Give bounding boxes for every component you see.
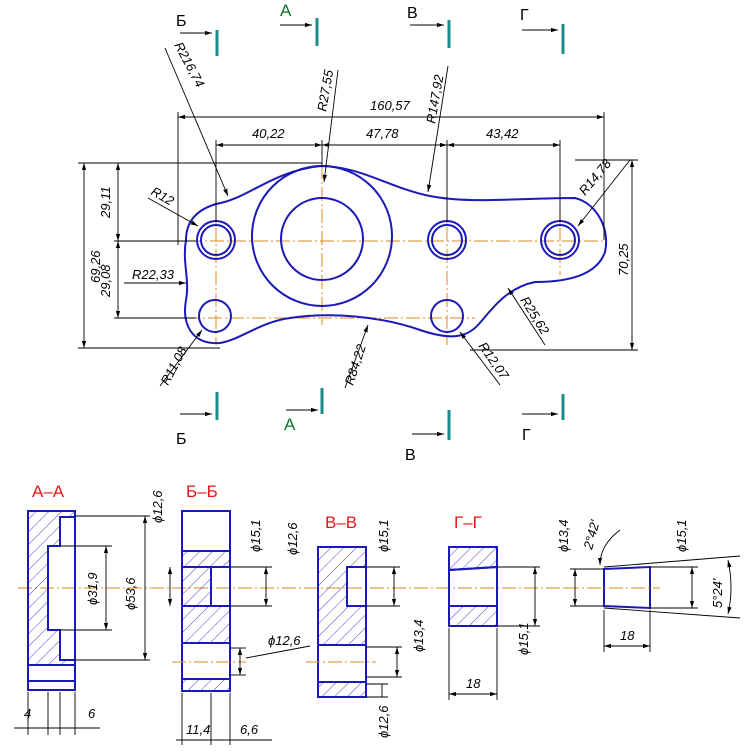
dim-aa-w6: 6: [88, 706, 96, 721]
dim-det-taper: 5°24': [710, 578, 725, 608]
dim-r12-07: R12,07: [476, 339, 513, 383]
dim-overall-width: 160,57: [370, 98, 411, 113]
dim-det-w18: 18: [620, 628, 635, 643]
dim-h29-11: 29,11: [98, 186, 113, 219]
dim-det-d15: ϕ15,1: [674, 519, 689, 552]
dim-h69: 69,26: [88, 250, 103, 283]
dim-47: 47,78: [366, 126, 399, 141]
dim-vv-d13: ϕ13,4: [411, 619, 426, 652]
taper-detail: ϕ13,4 2°42' ϕ15,1 5°24' 18: [556, 518, 741, 652]
section-mark-g-bottom: Г: [522, 394, 565, 444]
section-vv: В–В ϕ15,1 ϕ13,4 ϕ12,6: [306, 513, 426, 738]
dim-det-angle: 2°42': [580, 518, 602, 552]
section-aa: А–А ϕ53,6 ϕ31,9 ϕ12,6 4 6: [14, 482, 165, 735]
section-letter-g-top: Г: [520, 7, 529, 24]
section-letter-b-bottom: Б: [176, 431, 187, 448]
dim-r84: R84,22: [342, 342, 369, 387]
dim-bb-d12b: ϕ12,6: [268, 633, 301, 648]
dim-r14: R14,78: [576, 156, 615, 198]
section-title-gg: Г–Г: [454, 513, 482, 532]
dim-h29-08: 29,08: [98, 264, 113, 298]
section-title-aa: А–А: [32, 482, 65, 501]
dim-r12: R12: [149, 184, 178, 209]
section-title-bb: Б–Б: [186, 482, 218, 501]
dim-bb-w6: 6,6: [240, 722, 259, 737]
plate-outline: [183, 164, 608, 345]
section-letter-v-top: В: [407, 5, 418, 22]
dim-r25: R25,62: [517, 294, 552, 338]
section-title-vv: В–В: [325, 513, 357, 532]
dim-det-d13: ϕ13,4: [556, 519, 571, 552]
section-letter-a-bottom: А: [284, 415, 296, 434]
central-boss-inner: [280, 197, 364, 281]
dim-h70: 70,25: [616, 243, 631, 276]
dim-r22: R22,33: [132, 267, 175, 282]
section-letter-b-top: Б: [176, 13, 187, 30]
section-mark-b-bottom: Б: [176, 392, 219, 448]
dim-vv-d12: ϕ12,6: [376, 705, 391, 738]
hole-left-top-inner: [200, 224, 232, 256]
dim-aa-w4: 4: [24, 706, 31, 721]
hole-left-bottom: [198, 299, 232, 333]
section-letter-g-bottom: Г: [522, 427, 531, 444]
dim-bb-d15: ϕ15,1: [248, 519, 263, 552]
dim-40: 40,22: [252, 126, 285, 141]
dim-gg-d15: ϕ15,1: [516, 622, 531, 655]
section-mark-b-top: Б: [176, 13, 219, 56]
dim-vv-d15: ϕ15,1: [376, 519, 391, 552]
dim-aa-d31: ϕ31,9: [85, 572, 100, 605]
section-mark-a-bottom: А: [284, 388, 324, 434]
section-mark-a-top: А: [280, 1, 319, 46]
hole-right-inner: [544, 224, 576, 256]
section-letter-a-top: А: [280, 1, 292, 20]
plan-view: 160,57 40,22 47,78 43,42 R216,74 R27,55 …: [78, 39, 638, 389]
section-gg: Г–Г ϕ15,1 18: [448, 513, 540, 700]
hole-mid-bottom: [430, 299, 464, 333]
dim-r216: R216,74: [171, 39, 207, 89]
hole-mid-top-inner: [431, 224, 463, 256]
dim-43: 43,42: [486, 126, 519, 141]
section-letter-v-bottom: В: [405, 447, 416, 464]
dim-r27: R27,55: [314, 68, 336, 113]
dim-bb-d12a: ϕ12,6: [285, 522, 300, 555]
section-mark-g-top: Г: [520, 7, 565, 54]
dim-bb-w11: 11,4: [186, 722, 210, 737]
dim-r11: R11,08: [157, 344, 190, 388]
dim-gg-w18: 18: [466, 676, 481, 691]
dim-aa-d12: ϕ12,6: [150, 490, 165, 523]
section-bb: Б–Б ϕ15,1 ϕ12,6 ϕ12,6 11,4 6,6: [167, 482, 311, 745]
section-mark-v-top: В: [407, 5, 451, 48]
dim-aa-d53: ϕ53,6: [123, 577, 138, 610]
section-mark-v-bottom: В: [405, 410, 451, 464]
